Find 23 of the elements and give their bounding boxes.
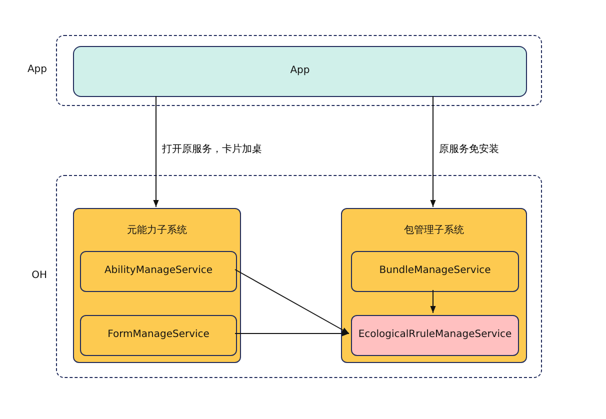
service-box (80, 251, 237, 292)
subsystem-box (73, 208, 241, 363)
subsystem-title: 包管理子系统 (403, 224, 465, 237)
service-name: AbilityManageService (103, 264, 214, 276)
subsystem-box (341, 208, 527, 363)
group-label: App (27, 64, 47, 74)
service-name: BundleManageService (378, 264, 492, 276)
arrow (430, 290, 436, 314)
edge-label: 原服务免安装 (438, 142, 500, 156)
service-box (351, 315, 519, 356)
subsystem-title: 元能力子系统 (126, 224, 188, 237)
edge-label: 打开原服务，卡片加桌 (161, 142, 263, 156)
arrow (430, 96, 436, 208)
arrow (234, 330, 350, 336)
service-box (80, 315, 237, 356)
service-name: EcologicalRruleManageService (357, 328, 513, 340)
service-name: App (289, 64, 311, 76)
service-name: FormManageService (106, 328, 210, 340)
arrow (234, 269, 350, 334)
service-box (351, 251, 519, 292)
arrow (153, 96, 159, 208)
group-label: OH (32, 270, 47, 280)
app-box (73, 46, 527, 97)
